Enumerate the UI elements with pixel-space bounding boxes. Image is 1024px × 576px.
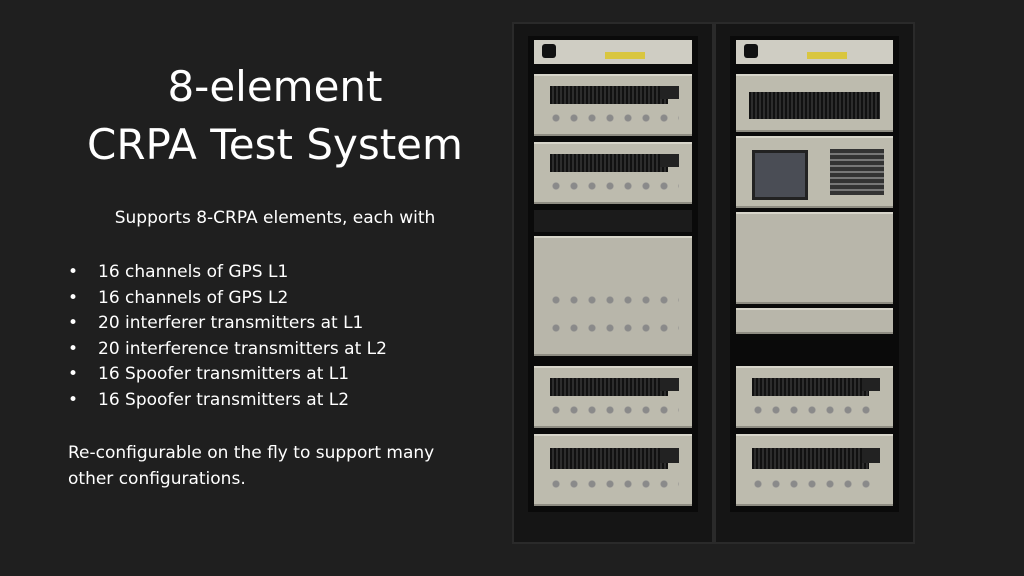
cabinet-top-panel [736, 40, 893, 64]
right-cabinet-bay [730, 36, 899, 512]
list-item: • 16 channels of GPS L2 [68, 286, 387, 312]
list-item: • 20 interferer transmitters at L1 [68, 311, 387, 337]
cabinet-logo-icon [744, 44, 758, 58]
signal-generator-unit [534, 142, 692, 204]
vent-grille [751, 448, 870, 469]
rf-connector-row [546, 321, 680, 334]
combiner-unit [534, 236, 692, 356]
rf-connector-row [546, 293, 680, 306]
vented-unit [736, 74, 893, 132]
left-cabinet-bay [528, 36, 698, 512]
vent-grille [549, 448, 669, 469]
list-item-text: 16 channels of GPS L2 [98, 287, 289, 308]
warning-label-icon [605, 52, 646, 59]
bullet-icon: • [68, 287, 79, 308]
slide-title: 8-element CRPA Test System [60, 58, 490, 174]
list-item-text: 16 channels of GPS L1 [98, 262, 289, 282]
warning-label-icon [806, 52, 847, 59]
vent-grille [549, 154, 669, 172]
blank-panel-unit [736, 212, 893, 304]
list-item-text: 20 interferer transmitters at L1 [98, 313, 364, 333]
rf-connector-row [748, 478, 881, 491]
bullet-icon: • [68, 313, 79, 333]
vent-grille [748, 92, 881, 120]
config-note: Re-configurable on the fly to support ma… [68, 443, 435, 489]
title-line-1: 8-element [167, 62, 383, 111]
list-item: • 16 Spoofer transmitters at L2 [68, 388, 387, 414]
bullet-icon: • [68, 338, 79, 359]
signal-generator-unit [534, 366, 692, 428]
signal-generator-unit [534, 434, 692, 506]
feature-list: • 16 channels of GPS L1 • 16 channels of G… [68, 260, 387, 413]
right-cabinet [714, 22, 915, 544]
unit-display [861, 378, 881, 392]
vent-grille [549, 378, 669, 396]
left-cabinet [512, 22, 714, 544]
unit-display [660, 154, 680, 168]
vent-grille [751, 378, 870, 396]
rf-connector-row [546, 179, 680, 192]
unit-display [660, 86, 680, 100]
equipment-rack-photo [512, 22, 915, 544]
list-item-text: 20 interference transmitters at L2 [98, 338, 387, 359]
signal-generator-unit [736, 366, 893, 428]
list-item: • 20 interference transmitters at L2 [68, 337, 387, 363]
list-item: • 16 Spoofer transmitters at L1 [68, 362, 387, 388]
signal-generator-unit [534, 74, 692, 136]
signal-generator-unit [736, 434, 893, 506]
title-line-2: CRPA Test System [87, 120, 463, 169]
unit-display [660, 448, 680, 464]
list-item: • 16 channels of GPS L1 [68, 260, 387, 286]
analyzer-screen [751, 150, 808, 200]
list-item-text: 16 Spoofer transmitters at L1 [98, 364, 350, 384]
unit-display [861, 448, 881, 464]
unit-display [660, 378, 680, 392]
distribution-unit [736, 308, 893, 334]
list-item-text: 16 Spoofer transmitters at L2 [98, 389, 350, 410]
rf-connector-row [546, 478, 680, 491]
cabinet-logo-icon [542, 44, 556, 58]
rf-connector-row [748, 403, 881, 416]
rf-connector-row [546, 111, 680, 124]
bullet-icon: • [68, 389, 79, 410]
bullet-icon: • [68, 262, 79, 282]
spectrum-analyzer-unit [736, 136, 893, 208]
rf-connector-row [546, 403, 680, 416]
analyzer-keypad [830, 148, 884, 196]
bullet-icon: • [68, 364, 79, 384]
blank-panel [534, 210, 692, 232]
slide-subtitle: Supports 8-CRPA elements, each with [114, 208, 436, 228]
vent-grille [549, 86, 669, 104]
cabinet-top-panel [534, 40, 692, 64]
